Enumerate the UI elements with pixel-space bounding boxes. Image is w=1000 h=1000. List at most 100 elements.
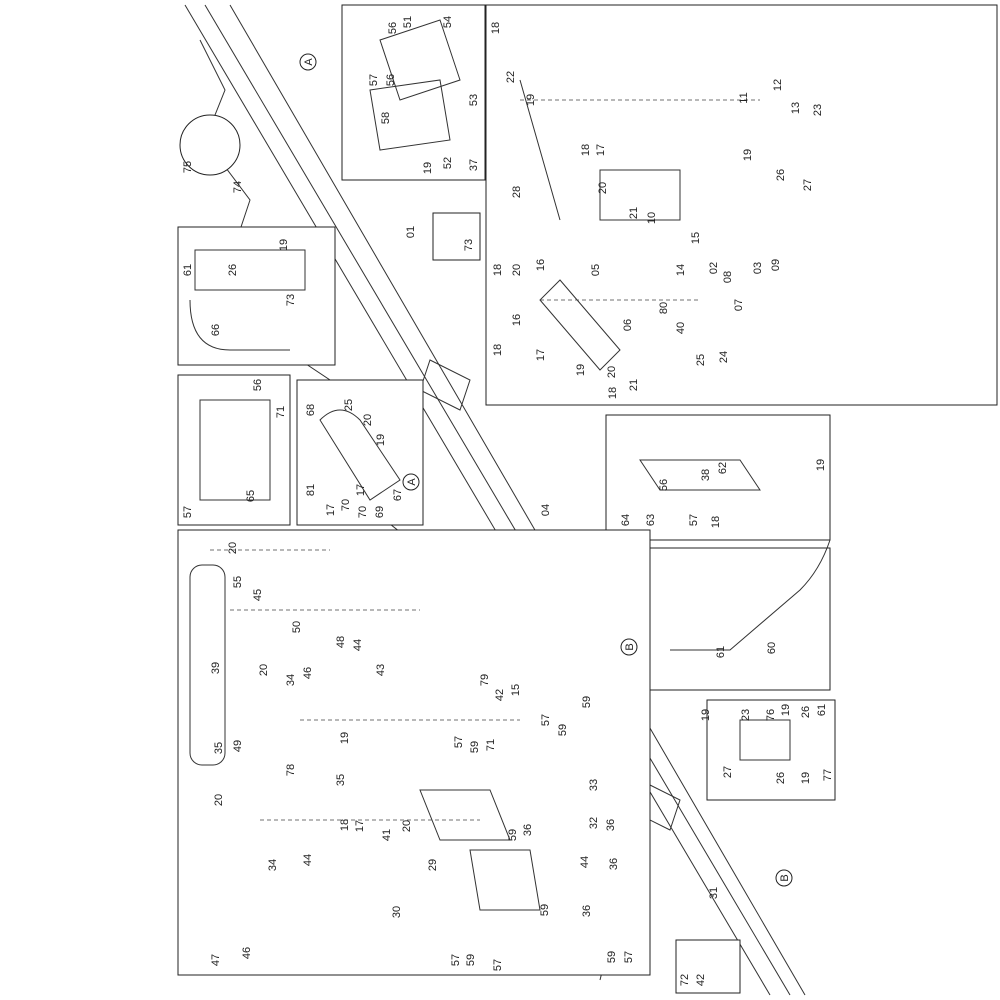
- part-label-18: 18: [710, 516, 722, 528]
- part-label-57: 57: [540, 714, 552, 726]
- part-label-61: 61: [816, 704, 828, 716]
- part-label-20: 20: [227, 542, 239, 554]
- part-label-34: 34: [285, 674, 297, 686]
- part-label-75: 75: [182, 161, 194, 173]
- part-label-61: 61: [182, 264, 194, 276]
- part-label-64: 64: [620, 514, 632, 526]
- part-label-78: 78: [285, 764, 297, 776]
- part-label-17: 17: [595, 144, 607, 156]
- part-label-56: 56: [385, 74, 397, 86]
- part-label-17: 17: [535, 349, 547, 361]
- part-label-07: 07: [733, 299, 745, 311]
- callout-letter-A: A: [303, 58, 315, 66]
- part-label-16: 16: [511, 314, 523, 326]
- part-label-09: 09: [770, 259, 782, 271]
- part-label-80: 80: [658, 302, 670, 314]
- part-label-27: 27: [802, 179, 814, 191]
- part-label-65: 65: [245, 490, 257, 502]
- callout-circle-B: [775, 869, 793, 887]
- part-label-76: 76: [765, 709, 777, 721]
- part-label-56: 56: [658, 479, 670, 491]
- part-label-57: 57: [368, 74, 380, 86]
- part-label-35: 35: [213, 742, 225, 754]
- hook-b-box: [647, 547, 831, 691]
- part-label-71: 71: [275, 406, 287, 418]
- part-label-15: 15: [690, 232, 702, 244]
- part-label-12: 12: [772, 79, 784, 91]
- part-label-62: 62: [717, 462, 729, 474]
- part-label-71: 71: [485, 739, 497, 751]
- part-label-17: 17: [354, 820, 366, 832]
- part-label-59: 59: [606, 951, 618, 963]
- circlip-box: [432, 212, 481, 261]
- part-label-19: 19: [800, 772, 812, 784]
- callout-letter-B: B: [779, 874, 791, 881]
- part-label-77: 77: [822, 769, 834, 781]
- part-label-59: 59: [581, 696, 593, 708]
- part-label-57: 57: [182, 506, 194, 518]
- part-label-44: 44: [302, 854, 314, 866]
- part-label-26: 26: [800, 706, 812, 718]
- part-label-20: 20: [597, 182, 609, 194]
- part-label-20: 20: [606, 366, 618, 378]
- part-label-19: 19: [780, 704, 792, 716]
- part-label-67: 67: [392, 489, 404, 501]
- part-label-73: 73: [463, 239, 475, 251]
- part-label-10: 10: [646, 212, 658, 224]
- part-label-61: 61: [715, 646, 727, 658]
- part-label-30: 30: [391, 906, 403, 918]
- part-label-20: 20: [362, 414, 374, 426]
- callout-letter-B: B: [624, 643, 636, 650]
- part-label-17: 17: [355, 484, 367, 496]
- part-label-29: 29: [427, 859, 439, 871]
- part-label-26: 26: [775, 169, 787, 181]
- circle-detail: [179, 114, 241, 176]
- part-label-54: 54: [442, 16, 454, 28]
- part-label-19: 19: [700, 709, 712, 721]
- part-label-47: 47: [210, 954, 222, 966]
- part-label-53: 53: [468, 94, 480, 106]
- part-label-69: 69: [374, 506, 386, 518]
- callout-letter-A: A: [406, 478, 418, 486]
- part-label-26: 26: [775, 772, 787, 784]
- part-label-02: 02: [708, 262, 720, 274]
- part-label-50: 50: [291, 621, 303, 633]
- cap-box: [675, 939, 741, 994]
- part-label-19: 19: [339, 732, 351, 744]
- part-label-27: 27: [722, 766, 734, 778]
- part-label-59: 59: [557, 724, 569, 736]
- part-label-42: 42: [494, 689, 506, 701]
- part-label-43: 43: [375, 664, 387, 676]
- part-label-46: 46: [241, 947, 253, 959]
- part-label-63: 63: [645, 514, 657, 526]
- part-label-72: 72: [679, 974, 691, 986]
- part-label-45: 45: [252, 589, 264, 601]
- plate-box: [177, 374, 291, 526]
- part-label-56: 56: [252, 379, 264, 391]
- part-label-70: 70: [340, 499, 352, 511]
- part-label-25: 25: [695, 354, 707, 366]
- part-label-74: 74: [232, 181, 244, 193]
- part-label-36: 36: [581, 905, 593, 917]
- part-label-19: 19: [422, 162, 434, 174]
- part-label-19: 19: [278, 239, 290, 251]
- part-label-81: 81: [305, 484, 317, 496]
- part-label-40: 40: [675, 322, 687, 334]
- part-label-18: 18: [339, 819, 351, 831]
- part-label-36: 36: [608, 858, 620, 870]
- hinge-box: [485, 4, 998, 406]
- part-label-18: 18: [490, 22, 502, 34]
- part-label-05: 05: [590, 264, 602, 276]
- part-label-59: 59: [465, 954, 477, 966]
- part-label-20: 20: [213, 794, 225, 806]
- part-label-31: 31: [708, 887, 720, 899]
- part-label-16: 16: [535, 259, 547, 271]
- part-label-41: 41: [381, 829, 393, 841]
- part-label-20: 20: [511, 264, 523, 276]
- part-label-14: 14: [675, 264, 687, 276]
- part-label-34: 34: [267, 859, 279, 871]
- part-label-19: 19: [375, 434, 387, 446]
- part-label-60: 60: [766, 642, 778, 654]
